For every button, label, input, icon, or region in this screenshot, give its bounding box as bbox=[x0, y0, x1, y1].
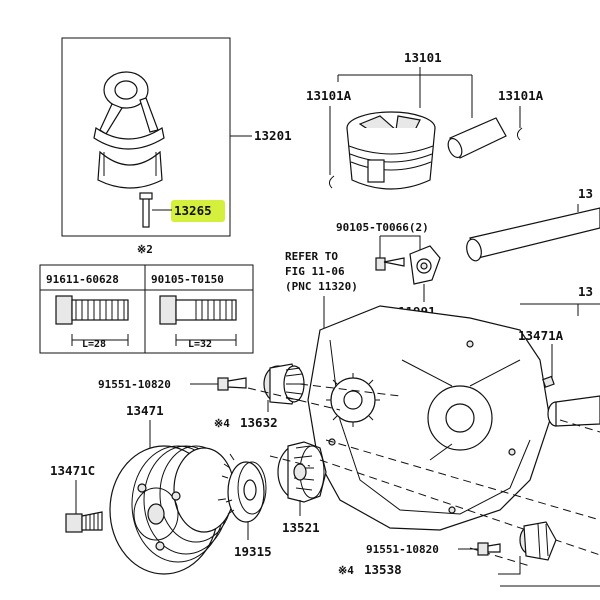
gear-13632 bbox=[263, 363, 305, 405]
bolt2-part-number: 90105-T0150 bbox=[151, 273, 224, 286]
label-13101a-left: 13101A bbox=[306, 88, 352, 103]
label-13632-note: ※4 bbox=[214, 417, 230, 430]
label-13471: 13471 bbox=[126, 403, 164, 418]
label-13471c: 13471C bbox=[50, 463, 95, 478]
label-13265: 13265 bbox=[174, 203, 212, 218]
refer-text-line3: (PNC 11320) bbox=[285, 280, 358, 293]
label-13471a: 13471A bbox=[518, 328, 564, 343]
timing-cover-drawing bbox=[307, 305, 551, 531]
piston-pin-drawing bbox=[447, 117, 507, 159]
label-13632: 13632 bbox=[240, 415, 278, 430]
label-13521: 13521 bbox=[282, 520, 320, 535]
label-cut-right-1: 13 bbox=[578, 186, 593, 201]
label-91551-lower: 91551-10820 bbox=[366, 543, 439, 556]
label-13201: 13201 bbox=[254, 128, 292, 143]
bolt-90105-t0066 bbox=[375, 257, 405, 271]
bolt-91551-upper bbox=[217, 377, 247, 391]
connecting-rod-box bbox=[61, 37, 231, 237]
label-note2: ※2 bbox=[137, 243, 153, 256]
label-90105-t0066: 90105-T0066(2) bbox=[336, 221, 429, 234]
bolt-13471c bbox=[65, 511, 103, 533]
refer-text-line2: FIG 11-06 bbox=[285, 265, 345, 278]
highlight-13265 bbox=[171, 200, 225, 222]
label-19315: 19315 bbox=[234, 544, 272, 559]
bolt-91551-lower bbox=[477, 542, 501, 556]
oil-pump-gear-right bbox=[547, 395, 600, 427]
connecting-rod-drawing bbox=[93, 71, 165, 189]
gear-13538 bbox=[519, 521, 557, 561]
refer-text-line1: REFER TO bbox=[285, 250, 338, 263]
crank-timing-plate-19315 bbox=[221, 453, 267, 523]
bolt1-part-number: 91611-60628 bbox=[46, 273, 119, 286]
seal-11991 bbox=[409, 245, 441, 285]
bolt-length-table bbox=[39, 264, 254, 354]
label-13538-note: ※4 bbox=[338, 564, 354, 577]
label-cut-right-2: 13 bbox=[578, 284, 593, 299]
bolt1-length: L=28 bbox=[82, 339, 106, 350]
rod-bolt-13265 bbox=[139, 192, 153, 228]
camshaft-drawing bbox=[469, 207, 600, 259]
snap-ring-left bbox=[328, 175, 335, 189]
bolt2-length: L=32 bbox=[188, 339, 212, 350]
crank-pulley-13471 bbox=[109, 445, 235, 575]
bolt-13471a bbox=[542, 375, 555, 388]
crank-gear-13521 bbox=[277, 441, 327, 503]
label-13538: 13538 bbox=[364, 562, 402, 577]
label-13101: 13101 bbox=[404, 50, 442, 65]
label-91551-upper: 91551-10820 bbox=[98, 378, 171, 391]
snap-ring-right bbox=[516, 127, 523, 141]
piston-drawing bbox=[346, 111, 436, 190]
label-13101a-right: 13101A bbox=[498, 88, 544, 103]
